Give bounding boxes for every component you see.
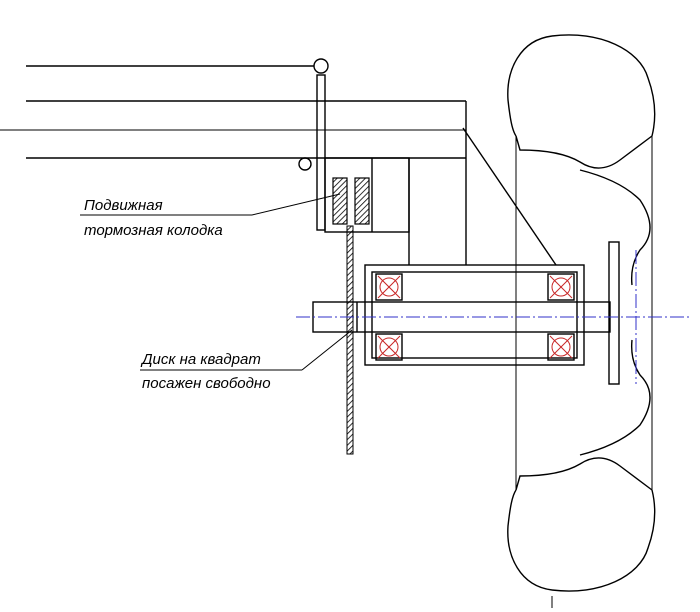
lever-top-pin bbox=[313, 58, 329, 74]
brake-pad-label-line2: тормозная колодка bbox=[84, 222, 223, 239]
brake-pad-label-line1: Подвижная bbox=[84, 197, 163, 214]
caliper-housing bbox=[324, 157, 410, 265]
brake-disc bbox=[346, 225, 354, 455]
fixed-brake-pad bbox=[354, 177, 370, 225]
wheel bbox=[507, 34, 656, 608]
disc-label-line2: посажен свободно bbox=[142, 375, 271, 392]
brake-lever bbox=[298, 58, 329, 231]
disc-label-line1: Диск на квадрат bbox=[140, 351, 261, 368]
brake-pads bbox=[332, 177, 370, 225]
lever-bottom-pin bbox=[298, 157, 312, 171]
bearing-top-right bbox=[547, 273, 575, 301]
bearing-bottom-right bbox=[547, 333, 575, 361]
movable-brake-pad bbox=[332, 177, 348, 225]
hub-flange bbox=[608, 241, 620, 385]
bearing-bottom-left bbox=[375, 333, 403, 361]
bearing-top-left bbox=[375, 273, 403, 301]
bearings bbox=[375, 273, 575, 361]
bearing-housing bbox=[364, 264, 585, 366]
